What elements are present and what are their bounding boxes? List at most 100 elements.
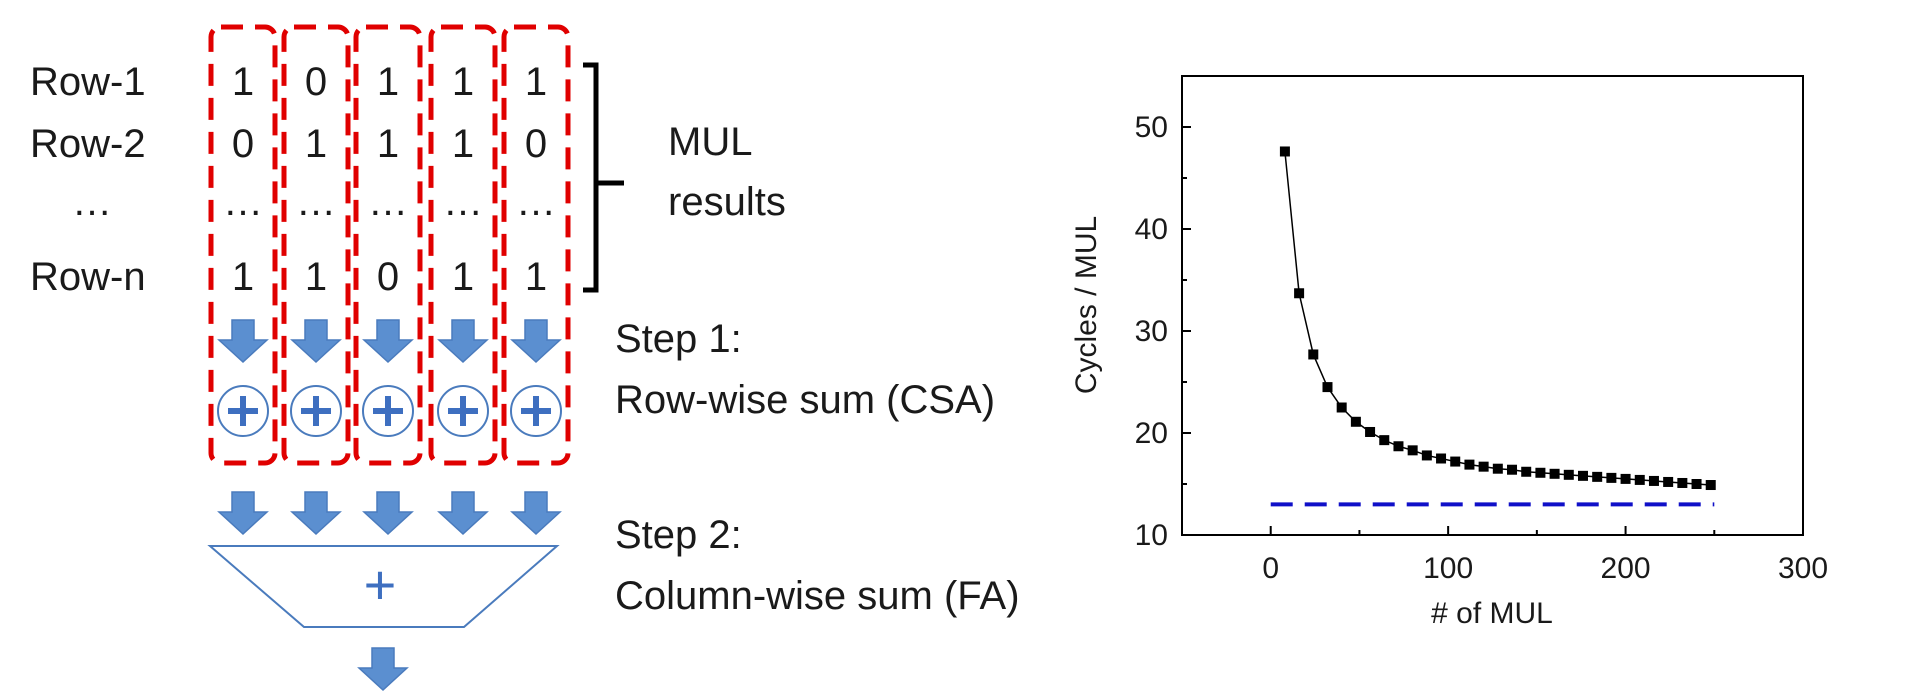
data-point-marker (1478, 461, 1489, 472)
plus-icon (373, 396, 403, 426)
data-point-marker (1563, 469, 1574, 480)
data-point-marker (1407, 445, 1418, 456)
data-point-marker (1663, 476, 1674, 487)
output-arrow-icon (358, 647, 408, 691)
data-point-marker (1521, 466, 1532, 477)
data-point-marker (1365, 426, 1376, 437)
csa-adder-4 (437, 385, 489, 437)
step1-down-arrow-icon (511, 319, 561, 363)
column-box-2 (281, 24, 351, 466)
step2-arrows (218, 491, 561, 535)
data-point-marker (1507, 464, 1518, 475)
column-adder-trapezoid (207, 545, 560, 628)
y-tick-label: 30 (1135, 315, 1168, 348)
mul-results-label-line2: results (668, 180, 786, 224)
data-point-marker (1705, 480, 1716, 491)
row-label-2: Row-2 (30, 122, 146, 166)
plus-icon (448, 396, 478, 426)
data-point-marker (1322, 382, 1333, 393)
data-point-marker (1606, 472, 1617, 483)
bit-r1-c5: 1 (525, 60, 547, 104)
step2-label-line2: Column-wise sum (FA) (615, 574, 1020, 618)
plot-frame (1181, 75, 1804, 536)
step1-down-arrow-icon (363, 319, 413, 363)
column-box-1 (208, 24, 278, 466)
csa-adder-2 (290, 385, 342, 437)
bit-r4-c5: 1 (525, 255, 547, 299)
column-boxes (208, 24, 571, 466)
bit-r3-c1: … (223, 180, 263, 224)
data-point-marker (1294, 288, 1305, 299)
data-point-marker (1308, 349, 1319, 360)
data-point-marker (1393, 441, 1404, 452)
csa-adders (217, 385, 562, 437)
y-tick-label: 50 (1135, 111, 1168, 144)
mul-results-bracket (583, 62, 624, 293)
column-box-5 (501, 24, 571, 466)
bit-r1-c4: 1 (452, 60, 474, 104)
data-point-marker (1450, 456, 1461, 467)
bit-r3-c4: … (443, 180, 483, 224)
bit-r2-c1: 0 (232, 122, 254, 166)
column-box-3 (353, 24, 423, 466)
row-label-1: Row-1 (30, 60, 146, 104)
x-tick-label: 100 (1423, 552, 1473, 585)
data-point-marker (1492, 463, 1503, 474)
bit-r4-c4: 1 (452, 255, 474, 299)
step1-label-line2: Row-wise sum (CSA) (615, 378, 995, 422)
bit-r2-c3: 1 (377, 122, 399, 166)
row-label-ellipsis: … (72, 180, 112, 224)
y-axis-title: Cycles / MUL (1070, 216, 1103, 394)
bit-r2-c4: 1 (452, 122, 474, 166)
data-point-marker (1592, 471, 1603, 482)
step2-down-arrow-icon (363, 491, 413, 535)
plus-icon (301, 396, 331, 426)
bit-r4-c2: 1 (305, 255, 327, 299)
column-box-4 (428, 24, 498, 466)
step2-down-arrow-icon (291, 491, 341, 535)
step1-label-line1: Step 1: (615, 317, 742, 361)
step2-label-line1: Step 2: (615, 513, 742, 557)
data-point-marker (1350, 416, 1361, 427)
step2-down-arrow-icon (438, 491, 488, 535)
bit-r3-c3: … (368, 180, 408, 224)
csa-adder-1 (217, 385, 269, 437)
bit-r2-c5: 0 (525, 122, 547, 166)
data-point-marker (1620, 473, 1631, 484)
row-label-n: Row-n (30, 255, 146, 299)
data-point-marker (1691, 479, 1702, 489)
column-adder-plus-icon: + (364, 553, 397, 616)
x-tick-label: 300 (1778, 552, 1828, 585)
series-line (1284, 151, 1711, 486)
bit-r3-c5: … (516, 180, 556, 224)
mul-results-label-line1: MUL (668, 120, 752, 164)
step1-down-arrow-icon (291, 319, 341, 363)
x-tick-label: 200 (1601, 552, 1651, 585)
step1-down-arrow-icon (218, 319, 268, 363)
bit-r4-c3: 0 (377, 255, 399, 299)
data-point-marker (1677, 477, 1688, 488)
step2-down-arrow-icon (511, 491, 561, 535)
plus-icon (228, 396, 258, 426)
x-axis-title: # of MUL (1431, 597, 1553, 630)
data-point-marker (1535, 467, 1546, 478)
x-tick-label: 0 (1262, 552, 1279, 585)
data-point-marker (1279, 146, 1290, 157)
bit-r4-c1: 1 (232, 255, 254, 299)
data-point-marker (1634, 474, 1645, 485)
bit-r1-c2: 0 (305, 60, 327, 104)
y-tick-label: 20 (1135, 417, 1168, 450)
data-point-marker (1577, 470, 1588, 481)
data-point-marker (1436, 453, 1447, 464)
data-point-marker (1336, 402, 1347, 413)
data-point-marker (1464, 459, 1475, 470)
y-tick-label: 10 (1135, 519, 1168, 552)
step1-down-arrow-icon (438, 319, 488, 363)
plus-icon (521, 396, 551, 426)
step1-arrows (218, 319, 561, 363)
